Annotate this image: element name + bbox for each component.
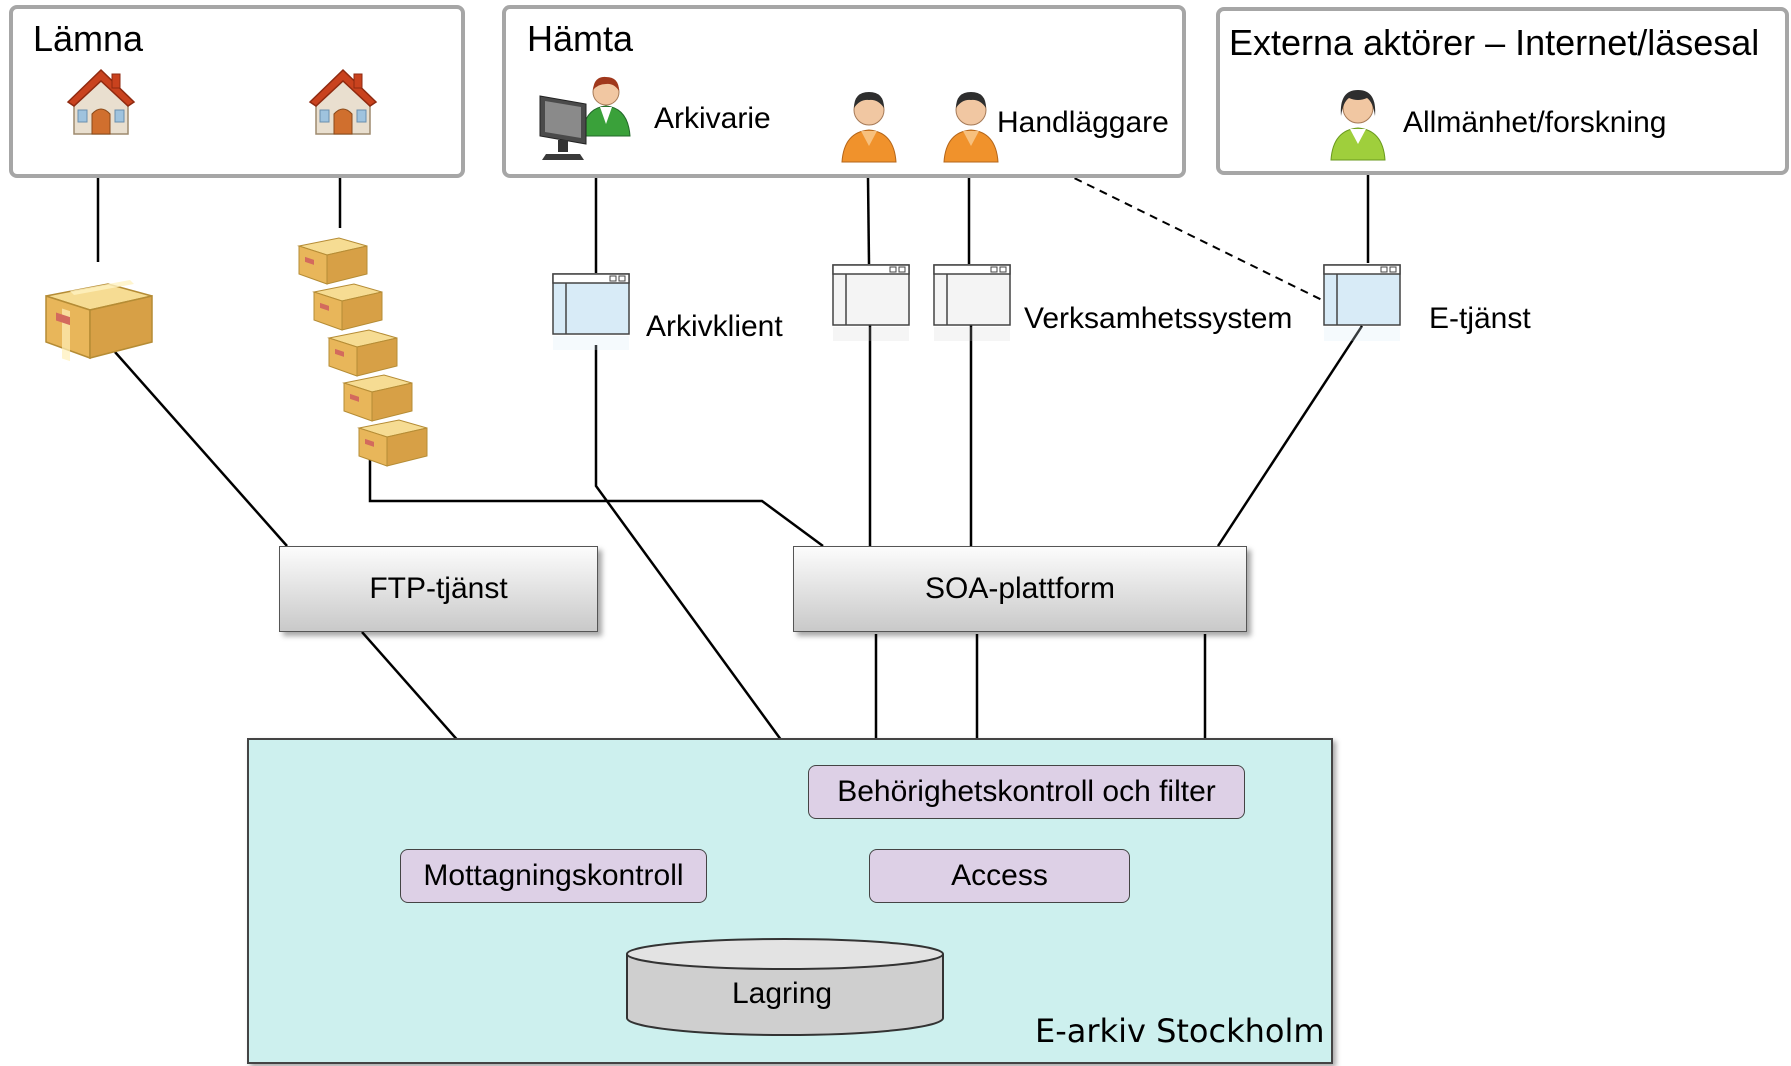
line-box-ftp — [114, 351, 288, 547]
line-handlaggare1-system — [866, 177, 871, 265]
package-icon — [312, 283, 383, 331]
etjanst-label: E-tjänst — [1429, 302, 1531, 335]
lagring-storage-cylinder — [626, 938, 944, 1036]
etjanst-window-icon — [1323, 264, 1401, 341]
arkivklient-label: Arkivklient — [646, 310, 783, 343]
line-etjanst-soa — [1216, 325, 1364, 547]
computer-user-icon — [539, 76, 631, 160]
e-arkiv-name: E-arkiv Stockholm — [1035, 1012, 1325, 1050]
arkivarie-label: Arkivarie — [654, 102, 771, 135]
package-icon — [297, 237, 368, 285]
access-box: Access — [869, 849, 1130, 903]
package-icon — [342, 374, 413, 422]
person-icon — [1330, 90, 1386, 161]
verksamhetssystem-window-icon — [933, 264, 1011, 341]
arrow-arkivklient-behorighet — [594, 345, 805, 771]
verksamhetssystem-window-icon — [832, 264, 910, 341]
package-icon — [357, 419, 428, 467]
person-icon — [943, 92, 999, 163]
soa-platform-box: SOA-plattform — [793, 546, 1247, 632]
arkivklient-window-icon — [552, 273, 630, 350]
externa-group — [1216, 7, 1789, 175]
line-boxes-soa — [368, 455, 824, 548]
package-icon — [45, 280, 153, 362]
package-icon — [327, 329, 398, 377]
hamta-title: Hämta — [527, 18, 634, 59]
verksamhetssystem-label: Verksamhetssystem — [1024, 302, 1293, 335]
house-icon — [308, 68, 378, 135]
allmanhet-label: Allmänhet/forskning — [1403, 106, 1667, 139]
lagring-label: Lagring — [732, 977, 833, 1010]
externa-title: Externa aktörer – Internet/läsesal — [1229, 22, 1760, 63]
behorighetskontroll-box: Behörighetskontroll och filter — [808, 765, 1245, 819]
ftp-service-box: FTP-tjänst — [279, 546, 598, 632]
house-icon — [66, 68, 136, 135]
lamna-group — [9, 5, 465, 178]
mottagningskontroll-box: Mottagningskontroll — [400, 849, 707, 903]
person-icon — [841, 92, 897, 163]
dashed-line-hamta-etjanst — [1061, 171, 1323, 301]
handlaggare-label: Handläggare — [997, 106, 1169, 139]
lamna-title: Lämna — [33, 18, 144, 59]
